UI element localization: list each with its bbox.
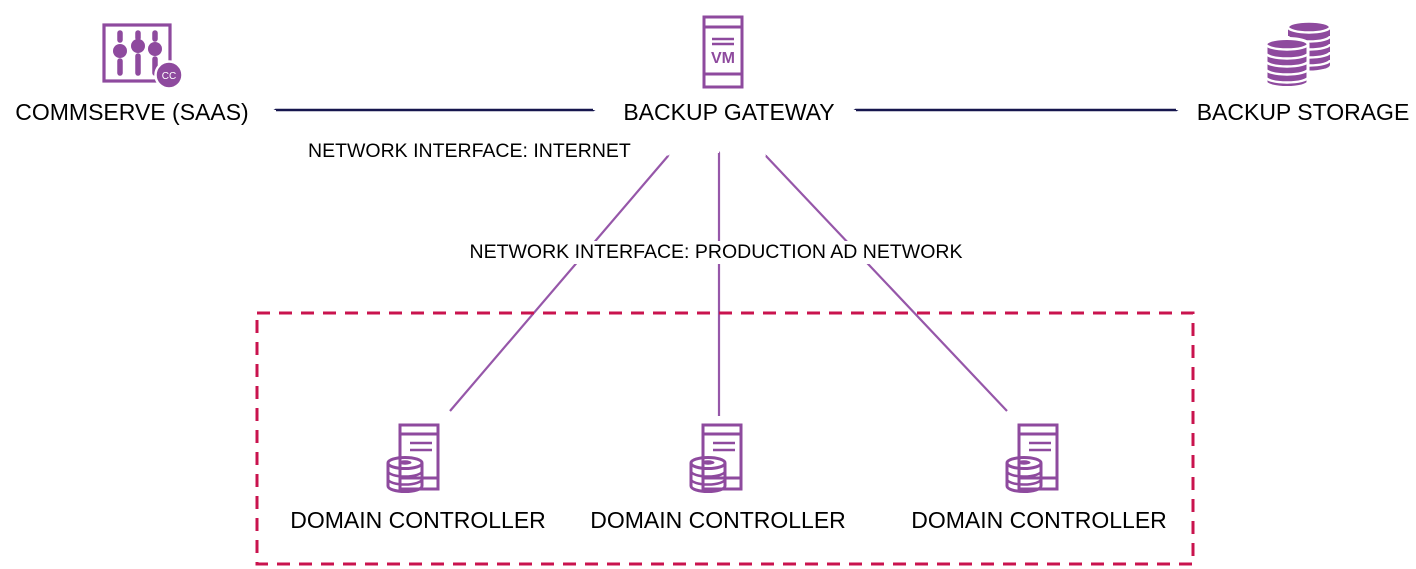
- backup-gateway-label: BACKUP GATEWAY: [623, 99, 835, 125]
- domain-controller-icon: [1005, 423, 1059, 493]
- commserve-console-icon: CC: [102, 23, 184, 90]
- commserve-label: COMMSERVE (SAAS): [15, 99, 249, 125]
- backup-storage-label: BACKUP STORAGE: [1196, 99, 1410, 125]
- dc1-gateway-arrow: [449, 156, 668, 412]
- network-interface-internet-label: NETWORK INTERFACE: INTERNET: [308, 140, 631, 162]
- domain-controller-icon: [689, 423, 743, 493]
- domain-controller-label: DOMAIN CONTROLLER: [290, 507, 546, 533]
- dc3-gateway-arrow: [766, 156, 1008, 412]
- ad-network-boundary-box: [255, 311, 1195, 566]
- network-interface-production-ad-label: NETWORK INTERFACE: PRODUCTION AD NETWORK: [461, 241, 971, 264]
- vm-server-icon: VM: [702, 15, 744, 89]
- domain-controller-label: DOMAIN CONTROLLER: [590, 507, 846, 533]
- domain-controller-label: DOMAIN CONTROLLER: [911, 507, 1167, 533]
- vm-icon-text: VM: [711, 50, 735, 67]
- domain-controller-icon: [386, 423, 440, 493]
- cc-badge: CC: [154, 60, 184, 90]
- cc-badge-text: CC: [162, 71, 176, 82]
- front-disk: [1264, 37, 1310, 89]
- storage-disks-icon: [1264, 20, 1332, 89]
